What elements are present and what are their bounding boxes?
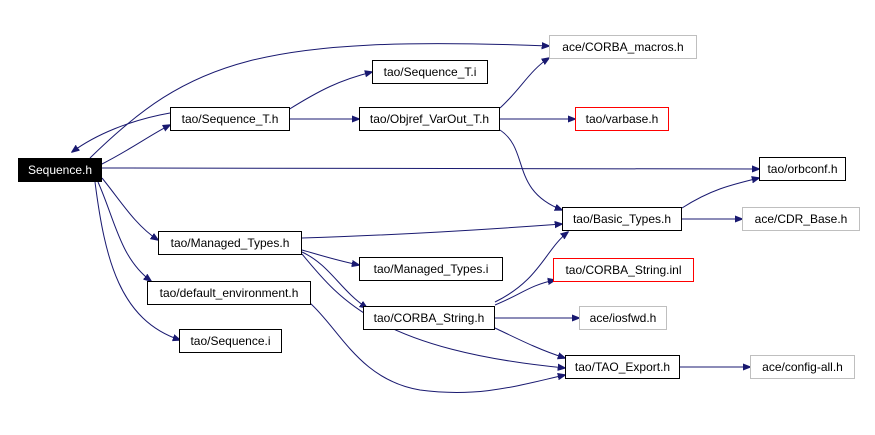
edge-managed-to-managed-i [301, 249, 359, 265]
edge-objref-to-corba-macros [499, 58, 549, 109]
node-orbconf[interactable]: tao/orbconf.h [759, 157, 846, 181]
edge-sequence-to-default-env [97, 181, 151, 281]
node-corba-macros[interactable]: ace/CORBA_macros.h [549, 35, 697, 59]
edge-basic-types-to-orbconf [681, 178, 759, 209]
edge-sequence-to-sequence-i [94, 181, 180, 340]
edge-corba-string-to-inl [494, 280, 555, 306]
node-managed-types-i[interactable]: tao/Managed_Types.i [359, 257, 503, 281]
node-iosfwd[interactable]: ace/iosfwd.h [579, 306, 667, 330]
node-sequence-h[interactable]: Sequence.h [18, 158, 102, 182]
edge-sequence-to-orbconf [101, 168, 759, 169]
node-default-environment[interactable]: tao/default_environment.h [147, 281, 311, 305]
edge-sequence-to-corba-macros [89, 44, 549, 159]
node-basic-types[interactable]: tao/Basic_Types.h [562, 207, 682, 231]
edge-sequence-t-back-to-sequence [72, 112, 171, 152]
node-varbase[interactable]: tao/varbase.h [575, 107, 669, 131]
node-managed-types-h[interactable]: tao/Managed_Types.h [158, 231, 302, 255]
edge-sequence-to-sequence-t [99, 125, 170, 166]
node-corba-string-h[interactable]: tao/CORBA_String.h [363, 306, 495, 330]
edge-default-env-to-tao-export [309, 302, 565, 393]
edge-corba-string-to-tao-export [494, 327, 565, 358]
node-cdr-base[interactable]: ace/CDR_Base.h [742, 207, 860, 231]
edge-managed-to-corba-string [301, 251, 367, 308]
node-objref-varout[interactable]: tao/Objref_VarOut_T.h [359, 107, 500, 131]
node-config-all[interactable]: ace/config-all.h [750, 355, 855, 379]
node-tao-export[interactable]: tao/TAO_Export.h [565, 355, 680, 379]
edge-sequence-to-managed-types [101, 177, 158, 240]
edge-corba-string-to-basic-types [494, 232, 568, 303]
edge-objref-to-basic-types [499, 129, 562, 210]
node-sequence-i[interactable]: tao/Sequence.i [179, 329, 282, 353]
edge-managed-to-basic-types [301, 224, 562, 239]
edge-sequence-t-to-sequence-t-i [287, 72, 372, 111]
node-corba-string-inl[interactable]: tao/CORBA_String.inl [553, 258, 694, 282]
node-sequence-t-h[interactable]: tao/Sequence_T.h [170, 107, 290, 131]
node-sequence-t-i[interactable]: tao/Sequence_T.i [372, 60, 488, 84]
